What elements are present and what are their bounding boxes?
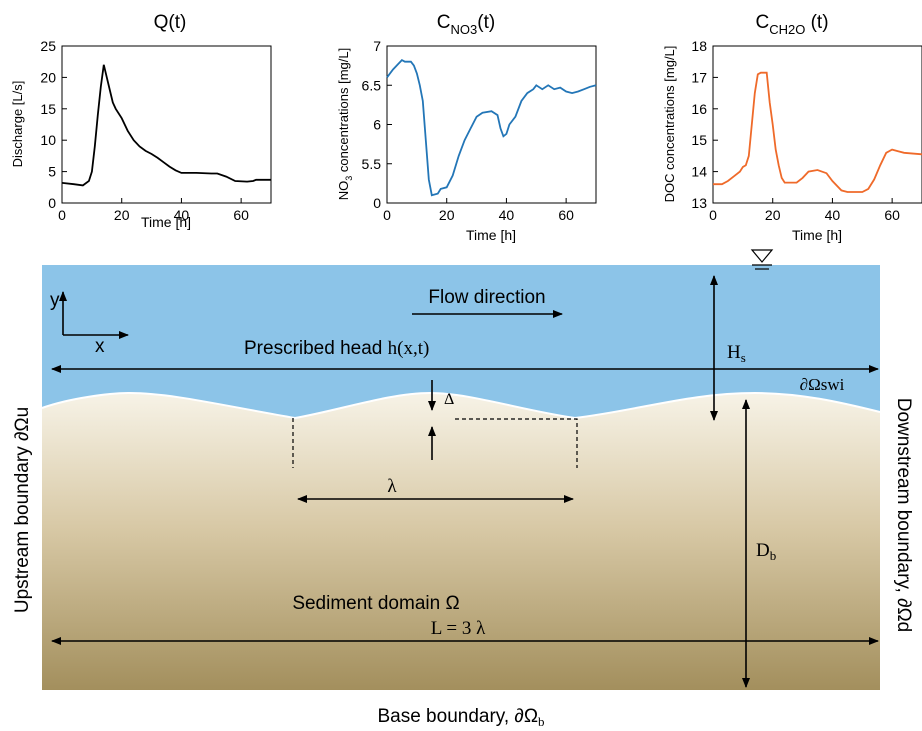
wavelength-dash-right bbox=[455, 418, 578, 468]
x-tick-label: 0 bbox=[58, 207, 66, 223]
y-tick-label: 5.5 bbox=[362, 156, 382, 172]
tick-group: 0 20 40 60 0 5 10 15 20 25 bbox=[40, 38, 249, 223]
coordinate-axes-icon bbox=[59, 291, 129, 339]
chart-discharge: Q(t) 0 20 40 60 0 5 10 15 20 25 Time [h] Discharg… bbox=[10, 12, 272, 230]
chart-title: CCH2O (t) bbox=[755, 12, 828, 37]
plot-frame bbox=[386, 45, 597, 204]
x-tick-label: 0 bbox=[709, 207, 717, 223]
plot-frame bbox=[61, 45, 272, 204]
db-label: Db bbox=[756, 540, 776, 563]
y-tick-label: 7 bbox=[373, 38, 381, 54]
y-tick-label: 15 bbox=[40, 101, 56, 117]
x-axis-label: Time [h] bbox=[466, 227, 516, 243]
domain-length-label: L = 3 λ bbox=[431, 618, 486, 639]
flow-direction-label: Flow direction bbox=[428, 287, 545, 308]
delta-label: Δ bbox=[444, 391, 454, 408]
y-tick-label: 18 bbox=[691, 38, 707, 54]
series-line bbox=[61, 64, 271, 187]
y-axis-symbol: y bbox=[50, 290, 60, 311]
downstream-boundary-label: Downstream boundary, ∂Ωd bbox=[893, 398, 914, 632]
x-tick-label: 60 bbox=[558, 207, 574, 223]
hyporheic-diagram: y x Flow direction Prescribed head h(x,t… bbox=[12, 249, 914, 729]
water-level-icon bbox=[750, 249, 774, 270]
sediment-water-interface bbox=[41, 391, 881, 420]
y-tick-label: 14 bbox=[691, 164, 707, 180]
chart-title: Q(t) bbox=[154, 12, 187, 33]
x-tick-label: 40 bbox=[174, 207, 190, 223]
y-tick-label: 10 bbox=[40, 132, 56, 148]
y-tick-label: 16 bbox=[691, 101, 707, 117]
x-tick-label: 20 bbox=[765, 207, 781, 223]
y-tick-label: 5 bbox=[48, 164, 56, 180]
y-tick-label: 6 bbox=[373, 117, 381, 133]
x-tick-label: 20 bbox=[114, 207, 130, 223]
y-axis-label: DOC concentrations [mg/L] bbox=[662, 46, 677, 203]
base-boundary-label: Base boundary, ∂Ωb bbox=[377, 706, 544, 729]
x-tick-label: 20 bbox=[439, 207, 455, 223]
x-tick-label: 60 bbox=[884, 207, 900, 223]
sediment-domain-label: Sediment domain Ω bbox=[292, 593, 459, 614]
hs-label: Hs bbox=[727, 342, 746, 365]
sediment-domain bbox=[42, 393, 880, 690]
y-tick-label: 20 bbox=[40, 69, 56, 85]
y-axis-label: Discharge [L/s] bbox=[10, 81, 25, 168]
y-tick-label: 13 bbox=[691, 195, 707, 211]
chart-doc: CCH2O (t) 0 20 40 60 13 14 15 16 17 18 Time [h] D… bbox=[662, 12, 922, 243]
y-tick-label: 15 bbox=[691, 132, 707, 148]
y-tick-label: 6.5 bbox=[362, 77, 382, 93]
y-tick-label: 17 bbox=[691, 69, 707, 85]
x-tick-label: 0 bbox=[383, 207, 391, 223]
x-axis-label: Time [h] bbox=[792, 227, 842, 243]
y-tick-label: 0 bbox=[48, 195, 56, 211]
tick-group: 0 20 40 60 0 5.5 6 6.5 7 bbox=[362, 38, 575, 223]
x-axis-label: Time [h] bbox=[141, 214, 191, 230]
wavelength-label: λ bbox=[387, 476, 397, 497]
x-tick-label: 40 bbox=[825, 207, 841, 223]
x-tick-label: 60 bbox=[233, 207, 249, 223]
swi-label: ∂Ωswi bbox=[800, 375, 845, 394]
y-axis-label: NO3 concentrations [mg/L] bbox=[336, 48, 354, 200]
series-line bbox=[713, 71, 922, 193]
series-line bbox=[386, 58, 597, 197]
x-tick-label: 40 bbox=[499, 207, 515, 223]
plot-frame bbox=[712, 45, 922, 204]
y-tick-label: 25 bbox=[40, 38, 56, 54]
chart-nitrate: CNO3(t) 0 20 40 60 0 5.5 6 6.5 7 Time [h] NO3 co… bbox=[336, 12, 597, 243]
y-tick-label: 0 bbox=[373, 195, 381, 211]
prescribed-head-label: Prescribed head h(x,t) bbox=[244, 338, 429, 359]
chart-title: CNO3(t) bbox=[437, 12, 495, 37]
x-axis-symbol: x bbox=[95, 336, 105, 357]
tick-group: 0 20 40 60 13 14 15 16 17 18 bbox=[691, 38, 900, 223]
upstream-boundary-label: Upstream boundary ∂Ωu bbox=[12, 407, 33, 613]
